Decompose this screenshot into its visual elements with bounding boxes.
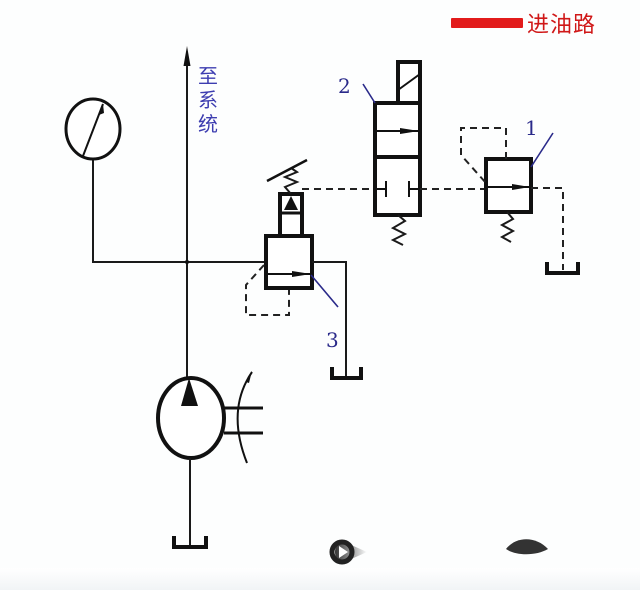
reservoir-main-icon <box>172 536 208 549</box>
to-system-label: 至系统 <box>198 64 218 136</box>
play-button[interactable] <box>329 538 369 566</box>
arrow-up-icon <box>183 46 191 66</box>
pump-icon <box>156 371 263 545</box>
play-icon <box>329 539 367 565</box>
pilot-valve-1 <box>460 127 564 270</box>
reservoir-relief-icon <box>330 367 363 380</box>
pressure-gauge-icon <box>64 97 122 161</box>
main-pressure-line <box>92 46 265 378</box>
solenoid-valve-2 <box>362 60 422 246</box>
reservoir-pilot-icon <box>545 262 580 275</box>
faded-bottom-strip <box>0 568 640 590</box>
relief-valve-3 <box>245 158 374 377</box>
legend-swatch-inlet-line <box>451 18 523 28</box>
leader-3 <box>310 274 339 308</box>
secondary-control[interactable] <box>502 534 552 558</box>
component-label-1: 1 <box>525 116 538 140</box>
component-label-3: 3 <box>326 328 339 352</box>
legend-label: 进油路 <box>527 13 597 38</box>
component-label-2: 2 <box>338 74 351 98</box>
shape-icon <box>506 539 548 555</box>
legend: 进油路 <box>451 8 596 38</box>
